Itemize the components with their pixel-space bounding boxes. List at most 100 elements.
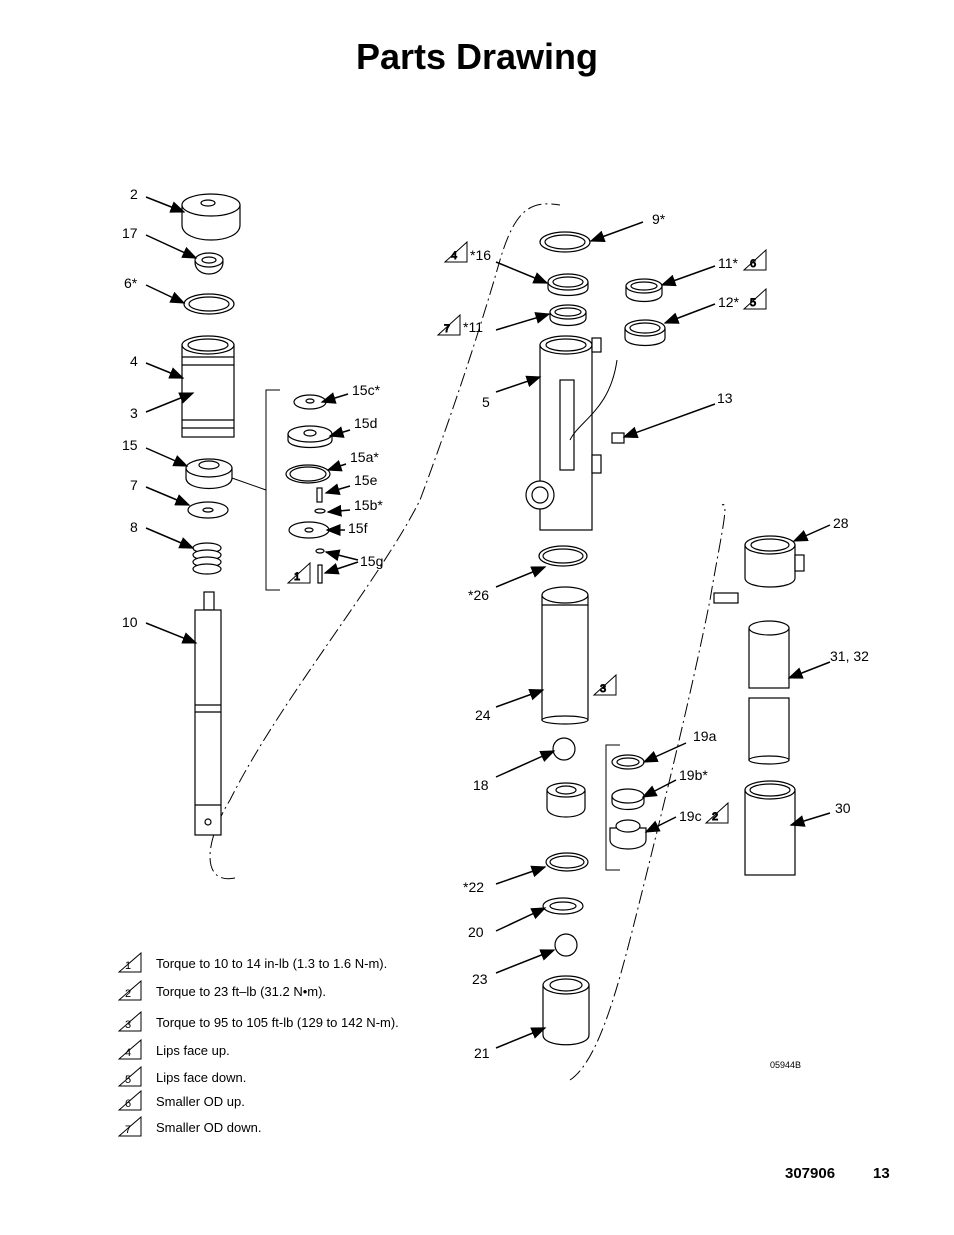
assembly-path-left (209, 203, 561, 880)
svg-text:5: 5 (750, 297, 756, 309)
part-15e (316, 487, 323, 503)
part-10-rod (194, 591, 222, 836)
document-number: 307906 (785, 1165, 836, 1182)
part-21-nut (542, 975, 590, 1046)
part-13-fitting (611, 432, 625, 444)
note-3: 3 Torque to 95 to 105 ft-lb (129 to 142 … (118, 1011, 458, 1033)
svg-text:3: 3 (125, 1019, 131, 1031)
part-28-outlet (713, 535, 805, 604)
assembly-path-right (569, 504, 726, 1081)
note-triangle-15g: 1 (286, 561, 311, 584)
part-20-clip (542, 897, 584, 915)
callout-15f: 15f (348, 520, 368, 536)
callout-26: *26 (468, 587, 489, 603)
part-16-seal (547, 273, 589, 297)
callout-17: 17 (122, 225, 138, 241)
callout-23: 23 (472, 971, 488, 987)
callout-15: 15 (122, 437, 138, 453)
callout-15c: 15c* (352, 382, 381, 398)
part-19a (611, 754, 645, 770)
note-4: 4 Lips face up. (118, 1039, 458, 1061)
callout-2: 2 (130, 186, 138, 202)
callout-24: 24 (475, 707, 491, 723)
warning-triangle-icon: 6 (118, 1090, 142, 1111)
part-11-left-seal (549, 304, 587, 327)
part-22-ring (545, 852, 589, 872)
svg-text:7: 7 (125, 1124, 131, 1136)
part-30-sleeve (744, 780, 796, 876)
callout-19b: 19b* (679, 767, 708, 783)
note-text: Torque to 23 ft–lb (31.2 N•m). (156, 984, 327, 999)
callout-11-left: *11 (463, 319, 483, 335)
warning-triangle-icon: 5 (118, 1066, 142, 1087)
callout-30: 30 (835, 800, 851, 816)
page-number: 13 (873, 1165, 890, 1182)
page-title: Parts Drawing (355, 36, 599, 77)
svg-text:2: 2 (125, 988, 131, 1000)
note-triangle-11-right: 6 (742, 248, 767, 271)
part-11-right-seal (625, 278, 663, 303)
note-text: Torque to 95 to 105 ft-lb (129 to 142 N-… (156, 1015, 399, 1030)
note-6: 6 Smaller OD up. (118, 1090, 458, 1112)
svg-text:4: 4 (125, 1047, 131, 1059)
callout-7: 7 (130, 477, 138, 493)
part-23-ball (554, 933, 578, 957)
part-19b (611, 788, 645, 811)
svg-text:7: 7 (444, 323, 450, 335)
part-15-valve (185, 458, 233, 489)
callout-31-32: 31, 32 (830, 648, 869, 664)
svg-text:6: 6 (750, 258, 756, 270)
callout-9: 9* (652, 211, 666, 227)
callout-15a: 15a* (350, 449, 379, 465)
callout-15e: 15e (354, 472, 378, 488)
callout-19a: 19a (693, 728, 717, 744)
callout-12: 12* (718, 294, 740, 310)
part-31-32-nipple (748, 620, 790, 765)
note-text: Lips face down. (156, 1070, 247, 1085)
note-text: Smaller OD up. (156, 1094, 245, 1109)
callout-3: 3 (130, 405, 138, 421)
callout-11-right: 11* (718, 255, 739, 271)
part-18-ball (552, 737, 576, 761)
part-26-ring (538, 545, 588, 567)
svg-text:2: 2 (712, 811, 718, 823)
part-17-seat (194, 252, 224, 275)
callout-13: 13 (717, 390, 733, 406)
note-triangle-19c: 2 (704, 801, 729, 824)
callout-15b: 15b* (354, 497, 383, 513)
note-1: 1 Torque to 10 to 14 in-lb (1.3 to 1.6 N… (118, 952, 458, 974)
note-text: Smaller OD down. (156, 1120, 262, 1135)
svg-text:1: 1 (125, 960, 131, 972)
callout-4: 4 (130, 353, 138, 369)
note-text: Torque to 10 to 14 in-lb (1.3 to 1.6 N-m… (156, 956, 388, 971)
svg-text:1: 1 (294, 571, 300, 583)
svg-text:3: 3 (600, 683, 606, 695)
warning-triangle-icon: 1 (118, 952, 142, 973)
callout-15d: 15d (354, 415, 377, 431)
callout-18: 18 (473, 777, 489, 793)
part-15g (315, 548, 325, 584)
callout-5: 5 (482, 394, 490, 410)
part-15b (314, 508, 326, 514)
warning-triangle-icon: 7 (118, 1116, 142, 1137)
svg-text:4: 4 (451, 250, 457, 262)
note-2: 2 Torque to 23 ft–lb (31.2 N•m). (118, 980, 458, 1002)
part-15f (288, 521, 330, 539)
part-24-cylinder (541, 586, 589, 725)
note-7: 7 Smaller OD down. (118, 1116, 458, 1138)
bracket-19 (605, 744, 620, 871)
note-text: Lips face up. (156, 1043, 230, 1058)
bracket-15 (265, 389, 280, 591)
figure-id: 05944B (770, 1060, 801, 1070)
part-15c (293, 394, 327, 410)
callout-21: 21 (474, 1045, 490, 1061)
svg-text:6: 6 (125, 1098, 131, 1110)
callout-8: 8 (130, 519, 138, 535)
part-15d (287, 425, 333, 449)
note-triangle-12: 5 (742, 287, 767, 310)
warning-triangle-icon: 3 (118, 1011, 142, 1032)
part-8-spring (192, 542, 222, 575)
note-triangle-24: 3 (592, 673, 617, 696)
part-6-ring (183, 293, 235, 315)
